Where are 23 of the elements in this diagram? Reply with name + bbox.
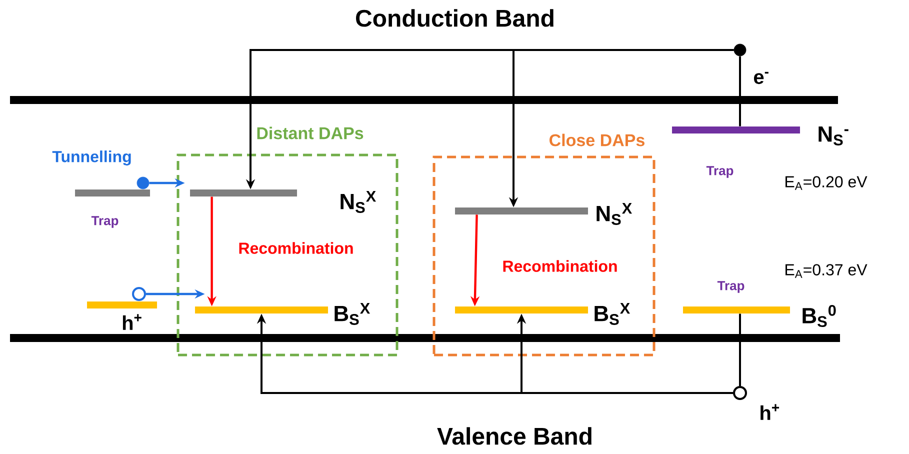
edge-label: Recombination xyxy=(501,259,619,273)
charge-dot xyxy=(136,176,150,190)
level-label: h$^{+}$ xyxy=(760,404,780,420)
process-label: Tunnelling xyxy=(52,150,131,166)
level-label: Trap xyxy=(706,166,734,178)
band-title: Conduction Band xyxy=(356,9,554,27)
level-label: Trap xyxy=(717,281,744,293)
region-heading: Close DAPs xyxy=(550,134,644,146)
band-title: Valence Band xyxy=(437,427,592,445)
level-label: N$_{S}$X xyxy=(596,203,632,225)
level-label: B$_{S}$X xyxy=(334,303,370,325)
level-label: B$_{S}$0 xyxy=(802,304,836,328)
level-label: N$_{S}$X xyxy=(340,191,376,213)
level-label: Trap xyxy=(91,216,118,228)
energy-level-bar xyxy=(87,302,157,308)
level-label: E$_{A}$=0.20 eV xyxy=(786,176,868,190)
edge-label: Recombination xyxy=(237,241,355,255)
level-label: h$^{+}$ xyxy=(122,314,142,330)
level-label: B$_{S}$X xyxy=(594,303,630,325)
level-label: e$^{-}$ xyxy=(754,72,768,84)
level-label: N$_{S}$- xyxy=(818,126,848,146)
level-label: E$_{A}$=0.37 eV xyxy=(786,264,868,278)
region-heading: Distant DAPs xyxy=(257,126,364,140)
